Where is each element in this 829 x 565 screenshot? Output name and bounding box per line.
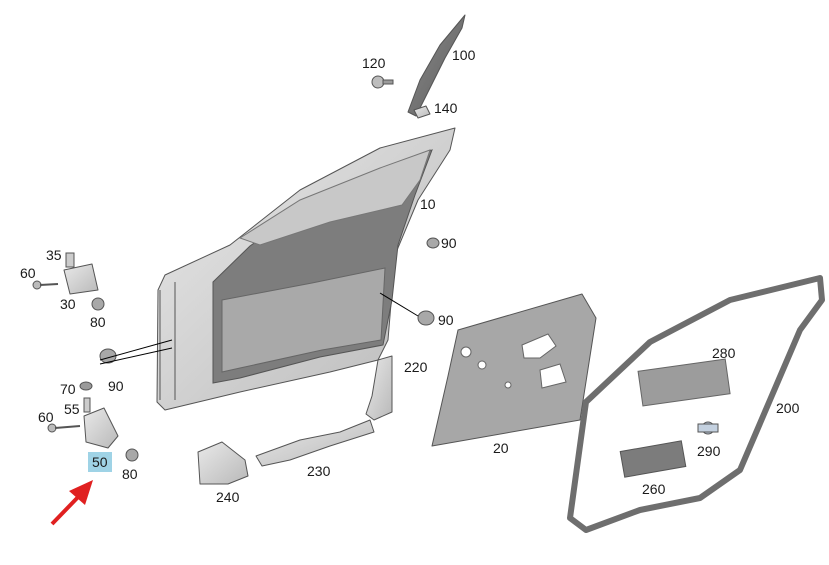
label-55: 55 [64, 401, 80, 417]
pad-part-260 [619, 440, 687, 478]
label-240: 240 [216, 489, 240, 505]
label-70: 70 [60, 381, 76, 397]
label-10: 10 [420, 196, 436, 212]
label-90-right: 90 [438, 312, 454, 328]
label-60-lower: 60 [38, 409, 54, 425]
bolt-part [371, 75, 394, 89]
label-90-left: 90 [108, 378, 124, 394]
reinforcement-part-220 [365, 355, 393, 421]
grommet-part [99, 237, 440, 364]
label-80-upper: 80 [90, 314, 106, 330]
label-140: 140 [434, 100, 458, 116]
plug-part-290 [697, 421, 719, 435]
label-50: 50 [92, 454, 108, 470]
label-20: 20 [493, 440, 509, 456]
reinforcement-part-230 [255, 419, 375, 467]
label-120: 120 [362, 55, 386, 71]
label-290: 290 [697, 443, 721, 459]
label-280: 280 [712, 345, 736, 361]
door-seal [567, 275, 825, 533]
label-80-lower: 80 [122, 466, 138, 482]
label-230: 230 [307, 463, 331, 479]
label-30: 30 [60, 296, 76, 312]
bracket-part-240 [197, 441, 249, 485]
pad-part-280 [637, 358, 731, 407]
label-100: 100 [452, 47, 476, 63]
sound-insulation-panel [431, 293, 597, 447]
label-90-top: 90 [441, 235, 457, 251]
label-60-upper: 60 [20, 265, 36, 281]
label-260: 260 [642, 481, 666, 497]
part-50-highlight [88, 452, 112, 472]
label-200: 200 [776, 400, 800, 416]
lower-hinge-part [47, 381, 139, 462]
door-shell-part [156, 127, 456, 411]
red-arrow [50, 480, 93, 526]
label-35: 35 [46, 247, 62, 263]
label-220: 220 [404, 359, 428, 375]
upper-hinge-part [32, 252, 105, 311]
clip-part [413, 105, 431, 119]
